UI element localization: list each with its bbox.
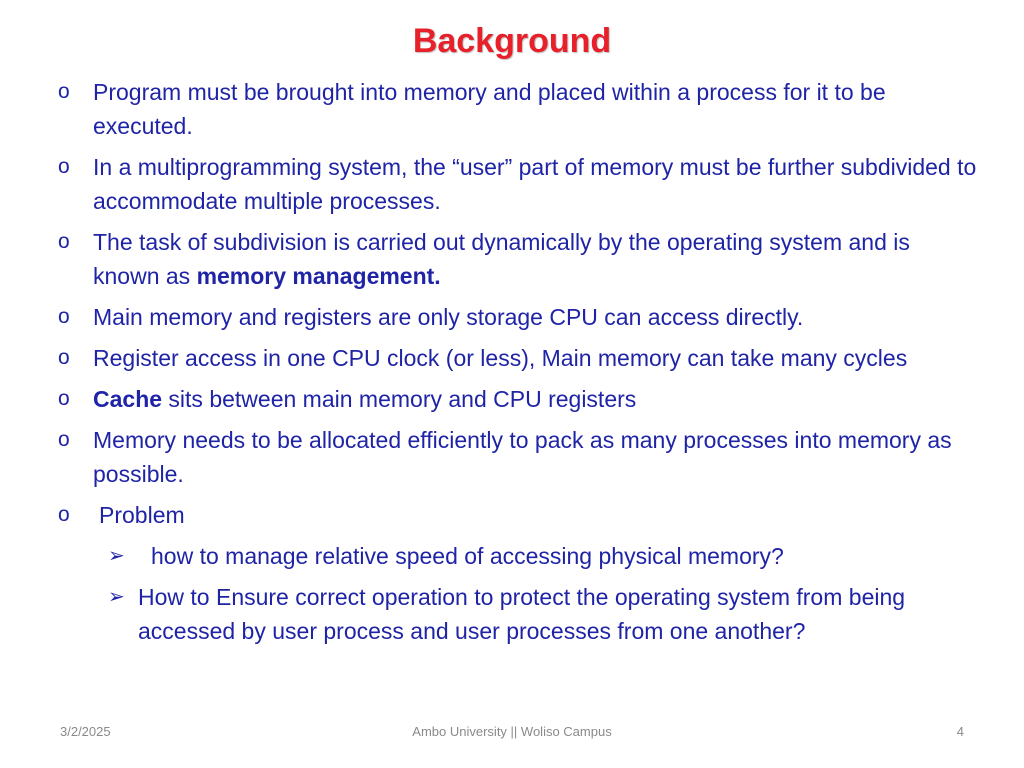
sub-bullet-text: how to manage relative speed of accessin… <box>151 543 784 569</box>
circle-bullet-icon: o <box>58 428 70 451</box>
arrow-bullet-icon: ➢ <box>108 586 125 608</box>
bullet-text: sits between main memory and CPU registe… <box>162 386 637 412</box>
sub-bullet-item: ➢ how to manage relative speed of access… <box>58 539 978 573</box>
bullet-item: o In a multiprogramming system, the “use… <box>58 150 978 218</box>
footer-date: 3/2/2025 <box>60 724 111 739</box>
circle-bullet-icon: o <box>58 305 70 328</box>
circle-bullet-icon: o <box>58 387 70 410</box>
sub-bullet-item: ➢ How to Ensure correct operation to pro… <box>58 580 978 648</box>
slide-title: Background <box>412 22 612 60</box>
bullet-text: Memory needs to be allocated efficiently… <box>93 427 952 487</box>
arrow-bullet-icon: ➢ <box>108 545 125 567</box>
bullet-bold-text: memory management. <box>196 263 441 289</box>
circle-bullet-icon: o <box>58 155 70 178</box>
bullet-bold-text: Cache <box>93 386 163 412</box>
bullet-item: o Main memory and registers are only sto… <box>58 300 978 334</box>
bullet-text: Problem <box>99 502 185 528</box>
bullet-text: Register access in one CPU clock (or les… <box>93 345 908 371</box>
bullet-item: o Program must be brought into memory an… <box>58 75 978 143</box>
circle-bullet-icon: o <box>58 346 70 369</box>
bullet-text: Program must be brought into memory and … <box>93 79 886 139</box>
bullet-text: The task of subdivision is carried out d… <box>93 229 910 289</box>
bullet-item: o Memory needs to be allocated efficient… <box>58 423 978 491</box>
circle-bullet-icon: o <box>58 230 70 253</box>
page-number: 4 <box>956 724 964 739</box>
bullet-item: o Problem <box>58 498 978 532</box>
circle-bullet-icon: o <box>58 80 70 103</box>
slide-body: o Program must be brought into memory an… <box>58 75 978 655</box>
circle-bullet-icon: o <box>58 503 70 526</box>
bullet-item: o Cache sits between main memory and CPU… <box>58 382 978 416</box>
sub-bullet-text: How to Ensure correct operation to prote… <box>138 584 906 644</box>
bullet-item: o Register access in one CPU clock (or l… <box>58 341 978 375</box>
footer-text: Ambo University || Woliso Campus <box>412 724 612 739</box>
bullet-item: o The task of subdivision is carried out… <box>58 225 978 293</box>
bullet-text: In a multiprogramming system, the “user”… <box>93 154 977 214</box>
bullet-text: Main memory and registers are only stora… <box>93 304 804 330</box>
